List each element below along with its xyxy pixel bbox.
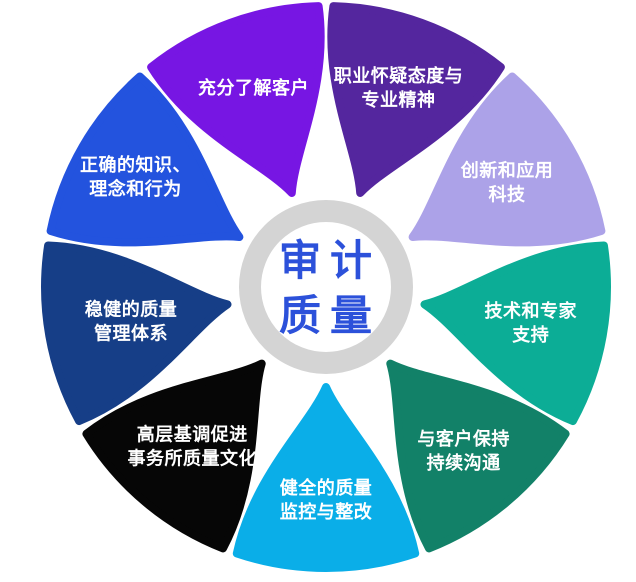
petal-right-knowledge-mindset-behavior <box>46 72 244 247</box>
petal-quality-monitoring-remediation <box>232 383 420 572</box>
petal-technical-and-expert-support <box>420 241 611 426</box>
petal-label-technical-and-expert-support: 技术和专家支持 <box>485 300 578 345</box>
petal-label-line: 管理体系 <box>94 322 168 343</box>
petal-tone-at-the-top-quality-culture <box>82 359 266 553</box>
petal-label-line: 高层基调促进 <box>137 423 248 444</box>
petal-continuous-client-communication <box>386 359 570 553</box>
petal-label-line: 持续沟通 <box>427 452 501 473</box>
petal-label-line: 稳健的质量 <box>85 298 178 319</box>
petal-label-line: 技术和专家 <box>485 300 578 321</box>
petal-label-line: 正确的知识、 <box>80 154 191 175</box>
petal-label-line: 支持 <box>511 324 549 345</box>
petal-label-line: 理念和行为 <box>89 178 182 199</box>
petal-professional-skepticism <box>327 2 505 197</box>
petal-label-line: 与客户保持 <box>417 428 510 449</box>
petal-label-quality-monitoring-remediation: 健全的质量监控与整改 <box>280 477 373 522</box>
petal-label-fully-understand-the-client: 充分了解客户 <box>198 77 309 98</box>
center-inner-circle <box>262 223 390 351</box>
petal-robust-quality-management-system <box>41 241 232 426</box>
petal-label-tone-at-the-top-quality-culture: 高层基调促进事务所质量文化 <box>128 423 258 468</box>
petal-label-line: 事务所质量文化 <box>128 447 258 468</box>
petal-label-line: 监控与整改 <box>280 501 373 522</box>
center-title-line1: 审计 <box>279 237 381 284</box>
petal-label-line: 健全的质量 <box>280 477 373 498</box>
petal-label-right-knowledge-mindset-behavior: 正确的知识、理念和行为 <box>80 154 191 199</box>
petal-label-robust-quality-management-system: 稳健的质量管理体系 <box>85 298 178 343</box>
petal-label-continuous-client-communication: 与客户保持持续沟通 <box>417 428 510 473</box>
petal-fully-understand-the-client <box>147 2 325 197</box>
petal-label-professional-skepticism: 职业怀疑态度与专业精神 <box>334 65 464 110</box>
petal-group: 职业怀疑态度与专业精神创新和应用科技技术和专家支持与客户保持持续沟通健全的质量监… <box>41 2 611 572</box>
petal-label-line: 专业精神 <box>362 89 436 110</box>
petal-label-line: 科技 <box>489 184 526 205</box>
petal-label-line: 创新和应用 <box>460 160 554 181</box>
petal-label-innovation-and-applied-technology: 创新和应用科技 <box>460 160 554 205</box>
center-title-line2: 质量 <box>279 292 381 339</box>
petal-innovation-and-applied-technology <box>408 72 606 247</box>
petal-label-line: 职业怀疑态度与 <box>334 65 464 86</box>
center-gray-ring <box>239 200 413 374</box>
petal-label-line: 充分了解客户 <box>198 77 309 98</box>
